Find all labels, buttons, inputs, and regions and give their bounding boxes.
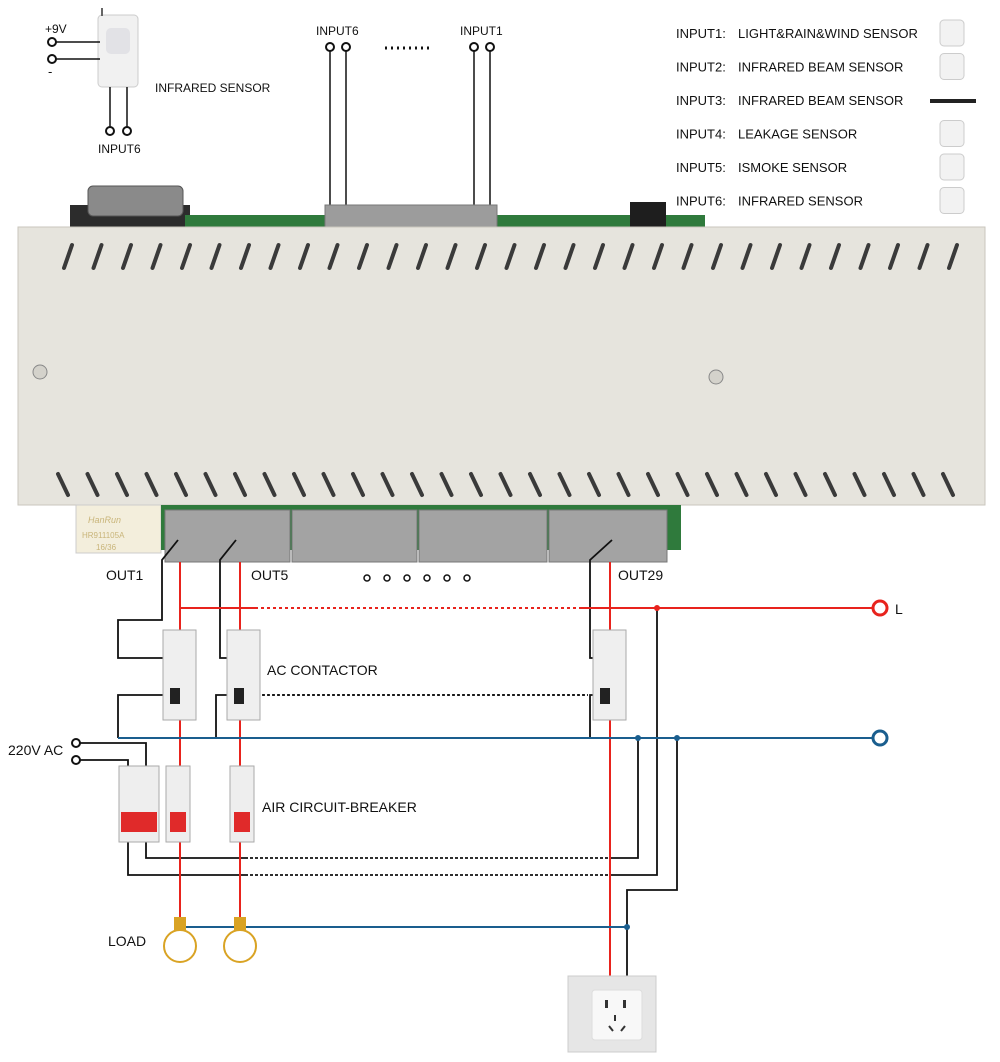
- infrared-sensor-label: INFRARED SENSOR: [155, 81, 271, 95]
- legend-sensor: INFRARED SENSOR: [738, 194, 863, 209]
- supply-terminal-1: [71, 738, 81, 748]
- rj45-port[interactable]: [75, 504, 162, 554]
- legend-input: INPUT5:: [676, 160, 726, 175]
- output-terminal-blocks: [161, 505, 681, 563]
- input1-top-label: INPUT1: [460, 24, 503, 38]
- minus-label: -: [48, 64, 52, 79]
- sensor-legend: INPUT1: LIGHT&RAIN&WIND SENSOR INPUT2: INFR…: [676, 19, 976, 214]
- plus-9v-label: +9V: [45, 22, 67, 36]
- bulb-icon: [163, 917, 257, 963]
- controller-case: [17, 226, 986, 506]
- load-label: LOAD: [108, 933, 146, 949]
- air-circuit-breakers: [118, 765, 255, 843]
- legend-row: INPUT2: INFRARED BEAM SENSOR: [676, 53, 965, 80]
- legend-row: INPUT3: INFRARED BEAM SENSOR: [676, 93, 976, 108]
- legend-input: INPUT3:: [676, 93, 726, 108]
- breaker-label: AIR CIRCUIT-BREAKER: [262, 799, 417, 815]
- out1-label: OUT1: [106, 567, 144, 583]
- input6-top-label: INPUT6: [316, 24, 359, 38]
- rj45-brand: HanRun: [88, 515, 121, 525]
- beam-bar-icon: [930, 99, 976, 103]
- legend-sensor: INFRARED BEAM SENSOR: [738, 93, 903, 108]
- legend-sensor: ISMOKE SENSOR: [738, 160, 847, 175]
- pir-sensor-icon: [939, 187, 965, 214]
- supply-label: 220V AC: [8, 742, 63, 758]
- ac-contactors: [162, 629, 627, 721]
- live-terminal: [871, 599, 889, 617]
- power-outlet-icon: [567, 975, 657, 1053]
- legend-input: INPUT2:: [676, 60, 726, 75]
- legend-row: INPUT6: INFRARED SENSOR: [676, 187, 965, 214]
- rj45-model: HR911105A: [82, 531, 125, 540]
- weather-station-icon: [939, 19, 965, 47]
- legend-row: INPUT1: LIGHT&RAIN&WIND SENSOR: [676, 19, 965, 47]
- ac-contactor-label: AC CONTACTOR: [267, 662, 378, 678]
- input-wires: [325, 42, 495, 210]
- out5-label: OUT5: [251, 567, 289, 583]
- legend-sensor: LEAKAGE SENSOR: [738, 127, 857, 142]
- legend-input: INPUT1:: [676, 26, 726, 41]
- neutral-wires: [118, 737, 872, 928]
- beam-sensor-icon: [939, 53, 965, 80]
- rj45-code: 16/36: [96, 543, 117, 552]
- legend-sensor: LIGHT&RAIN&WIND SENSOR: [738, 26, 918, 41]
- legend-row: INPUT5: ISMOKE SENSOR: [676, 153, 965, 181]
- supply-terminal-2: [71, 755, 81, 765]
- out29-label: OUT29: [618, 567, 663, 583]
- neutral-terminal: [871, 729, 889, 747]
- smoke-detector-icon: [939, 153, 965, 181]
- legend-input: INPUT6:: [676, 194, 726, 209]
- sensor-input-label: INPUT6: [98, 142, 141, 156]
- infrared-sensor-top: [47, 8, 139, 136]
- live-wires: [179, 562, 872, 980]
- legend-row: INPUT4: LEAKAGE SENSOR: [676, 120, 965, 147]
- legend-input: INPUT4:: [676, 127, 726, 142]
- control-wires: [80, 539, 678, 985]
- more-outputs-dots: [363, 574, 471, 582]
- leakage-sensor-icon: [939, 120, 965, 147]
- legend-sensor: INFRARED BEAM SENSOR: [738, 60, 903, 75]
- live-label: L: [895, 601, 903, 617]
